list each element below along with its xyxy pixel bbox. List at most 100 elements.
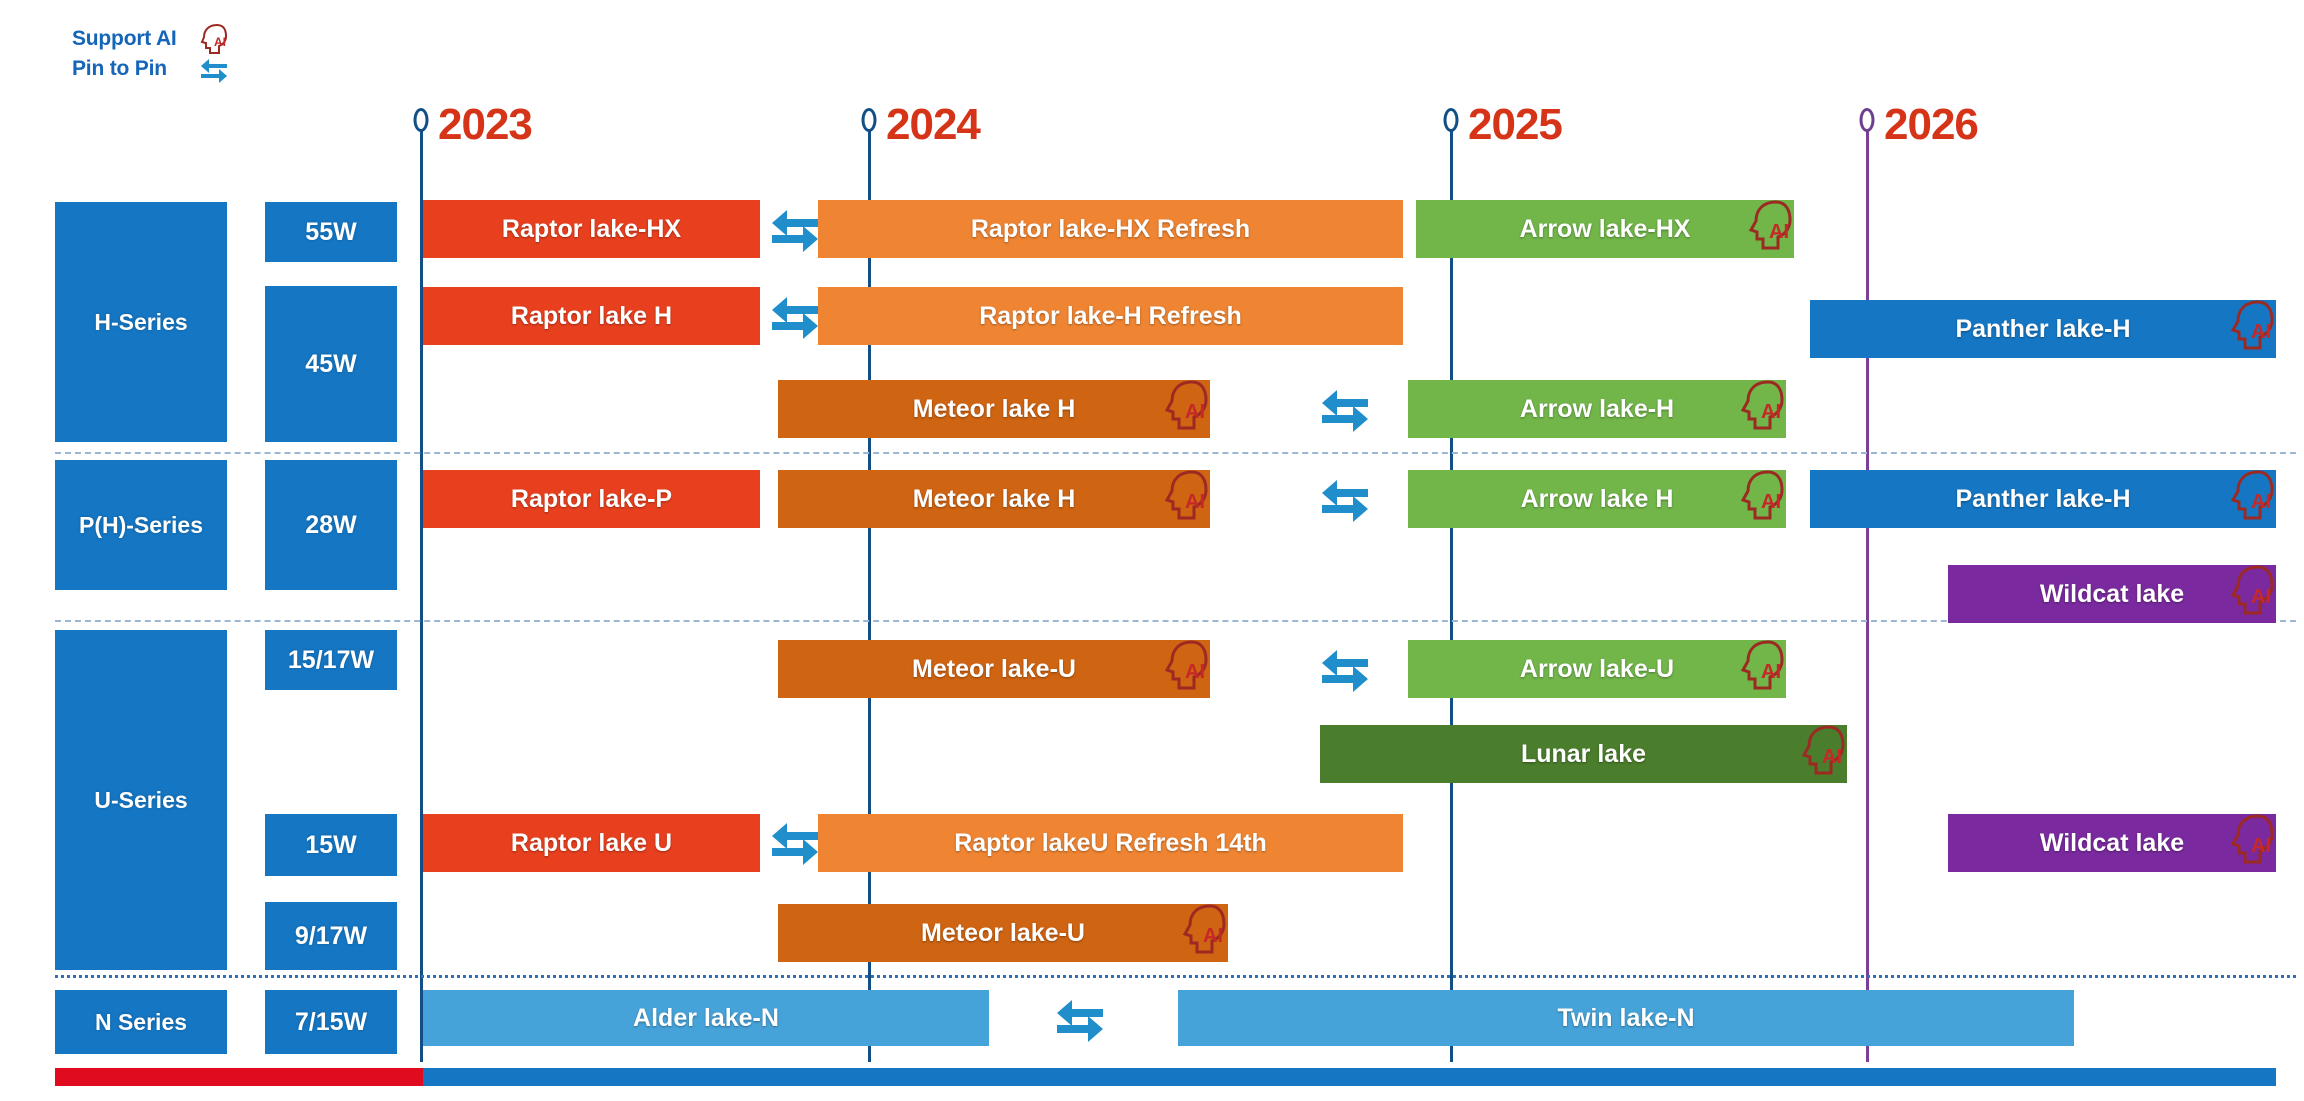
roadmap-bar[interactable]: Raptor lakeU Refresh 14th [818,814,1403,872]
ai-head-icon: AI [194,23,234,55]
bottom-accent-segment [423,1068,2276,1086]
year-marker-2026 [1859,108,1875,132]
ai-head-icon: AI [2230,812,2276,866]
roadmap-bar-label: Arrow lake-U [1519,654,1675,683]
svg-text:AI: AI [214,35,226,49]
roadmap-bar[interactable]: Raptor lake-HX Refresh [818,200,1403,258]
swap-arrows-icon [1320,385,1370,433]
roadmap-bar-label: Meteor lake-U [912,654,1076,683]
year-marker-2025 [1443,108,1459,132]
roadmap-bar[interactable]: Lunar lake [1320,725,1847,783]
svg-text:AI: AI [1185,491,1205,513]
legend-item-support-ai: Support AI AI [72,23,234,55]
roadmap-bar[interactable]: Wildcat lake [1948,814,2276,872]
roadmap-bar[interactable]: Meteor lake-U [778,640,1210,698]
year-line-2023 [420,128,423,1062]
legend-label-support-ai: Support AI [72,27,177,50]
roadmap-bar-label: Alder lake-N [633,1003,779,1032]
svg-text:AI: AI [2251,321,2271,343]
ai-head-icon: AI [2230,298,2276,352]
ai-head-icon: AI [1164,638,1210,692]
svg-text:AI: AI [1203,925,1223,947]
tdp-label-9-17w: 9/17W [265,902,397,970]
swap-arrows-icon [1320,645,1370,693]
roadmap-bar-label: Panther lake-H [1955,314,2131,343]
roadmap-bar[interactable]: Meteor lake H [778,470,1210,528]
year-label-2024: 2024 [886,100,981,149]
svg-text:AI: AI [1761,661,1781,683]
legend: Support AI AI Pin to Pin [72,23,234,84]
series-label-h-series: H-Series [55,202,227,442]
series-label-n-series: N Series [55,990,227,1054]
roadmap-bar[interactable]: Arrow lake H [1408,470,1786,528]
roadmap-bar[interactable]: Raptor lake U [423,814,760,872]
roadmap-bar[interactable]: Wildcat lake [1948,565,2276,623]
roadmap-bar-label: Wildcat lake [2039,828,2185,857]
roadmap-bar-label: Raptor lake-HX [501,214,682,243]
ai-head-icon: AI [1740,638,1786,692]
roadmap-bar[interactable]: Raptor lake H [423,287,760,345]
roadmap-bar-label: Raptor lakeU Refresh 14th [954,828,1267,857]
swap-arrows-icon [194,55,234,83]
roadmap-bar[interactable]: Meteor lake H [778,380,1210,438]
ai-head-icon: AI [1164,378,1210,432]
svg-text:AI: AI [1761,491,1781,513]
roadmap-bar[interactable]: Meteor lake-U [778,904,1228,962]
roadmap-bar[interactable]: Raptor lake-H Refresh [818,287,1403,345]
roadmap-bar-label: Raptor lake-HX Refresh [970,214,1251,243]
tdp-label-15-17w: 15/17W [265,630,397,690]
legend-label-pin-to-pin: Pin to Pin [72,57,167,80]
svg-text:AI: AI [1822,746,1842,768]
bottom-accent-segment [55,1068,423,1086]
year-marker-2023 [413,108,429,132]
roadmap-bar[interactable]: Arrow lake-HX [1416,200,1794,258]
series-label-u-series: U-Series [55,630,227,970]
tdp-label-45w: 45W [265,286,397,442]
year-label-2023: 2023 [438,100,533,149]
roadmap-bar[interactable]: Raptor lake-HX [423,200,760,258]
roadmap-bar-label: Arrow lake-H [1519,394,1675,423]
roadmap-bar-label: Meteor lake H [912,394,1076,423]
roadmap-bar-label: Raptor lake-H Refresh [979,301,1242,330]
ai-head-icon: AI [2230,468,2276,522]
svg-text:AI: AI [1185,661,1205,683]
year-label-2025: 2025 [1468,100,1563,149]
tdp-label-7-15w: 7/15W [265,990,397,1054]
ai-head-icon: AI [1164,468,1210,522]
roadmap-bar[interactable]: Alder lake-N [423,990,989,1046]
roadmap-bar-label: Lunar lake [1520,739,1647,768]
row-separator [55,975,2296,978]
roadmap-bar[interactable]: Panther lake-H [1810,300,2276,358]
roadmap-bar[interactable]: Panther lake-H [1810,470,2276,528]
swap-arrows-icon [1055,995,1105,1043]
tdp-label-28w: 28W [265,460,397,590]
tdp-label-15w: 15W [265,814,397,876]
year-marker-2024 [861,108,877,132]
roadmap-bar-label: Raptor lake H [510,301,673,330]
svg-text:AI: AI [2251,835,2271,857]
roadmap-bar-label: Meteor lake H [912,484,1076,513]
swap-arrows-icon [770,205,820,253]
svg-text:AI: AI [1761,401,1781,423]
year-line-2025 [1450,128,1453,1062]
roadmap-bar-label: Raptor lake U [510,828,673,857]
swap-arrows-icon [1320,475,1370,523]
roadmap-bar-label: Wildcat lake [2039,579,2185,608]
roadmap-bar[interactable]: Arrow lake-U [1408,640,1786,698]
roadmap-bar-label: Arrow lake-HX [1519,214,1691,243]
roadmap-bar[interactable]: Twin lake-N [1178,990,2074,1046]
year-label-2026: 2026 [1884,100,1979,149]
svg-text:AI: AI [2251,491,2271,513]
roadmap-bar-label: Raptor lake-P [510,484,673,513]
ai-head-icon: AI [2230,563,2276,617]
ai-head-icon: AI [1801,723,1847,777]
roadmap-bar[interactable]: Raptor lake-P [423,470,760,528]
ai-head-icon: AI [1748,198,1794,252]
tdp-label-55w: 55W [265,202,397,262]
ai-head-icon: AI [1740,378,1786,432]
roadmap-bar[interactable]: Arrow lake-H [1408,380,1786,438]
series-label-p-h-series: P(H)-Series [55,460,227,590]
ai-head-icon: AI [1182,902,1228,956]
roadmap-bar-label: Arrow lake H [1520,484,1674,513]
year-line-2024 [868,128,871,1062]
